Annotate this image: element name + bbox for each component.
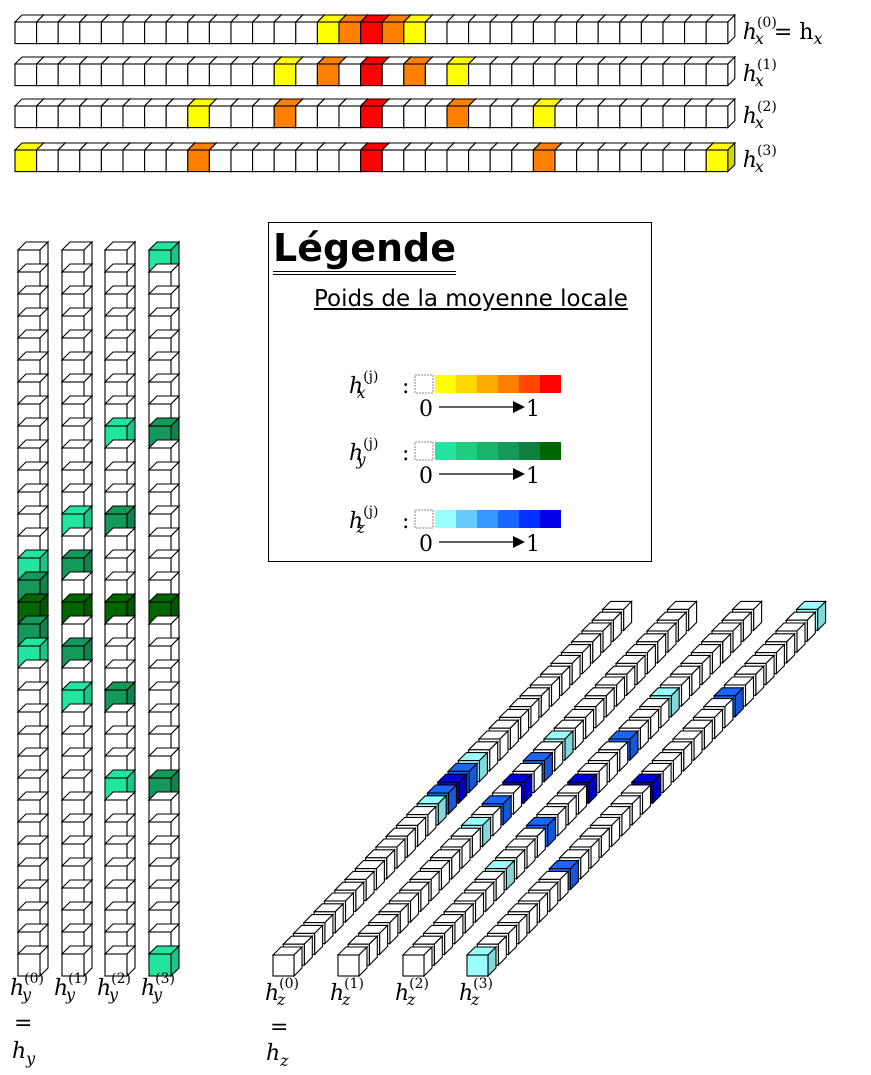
legend-subtitle-text: Poids de la moyenne locale	[314, 286, 628, 312]
z-cell	[401, 945, 434, 978]
legend-swatch	[498, 442, 519, 460]
x-row-2: h(2)x	[13, 97, 777, 132]
x-row-label: h(0)x= hx	[743, 15, 823, 48]
legend-swatch	[456, 375, 477, 393]
z-total-label: hz	[266, 1041, 289, 1070]
y-total-label: hy	[12, 1039, 36, 1068]
legend-swatch	[456, 510, 477, 528]
legend-swatch	[477, 442, 498, 460]
x-row-1: h(1)x	[13, 55, 777, 90]
legend-entry-z: h(j)z:0 1	[349, 504, 561, 557]
x-row-0: h(0)x= hx	[13, 13, 823, 48]
legend-to: 1	[526, 532, 540, 557]
y-column-1: h(1)y	[54, 240, 94, 1004]
y-column-label: h(0)y	[10, 971, 44, 1004]
x-row-label: h(2)x	[743, 99, 777, 132]
legend-swatch	[435, 442, 456, 460]
legend-swatch	[540, 442, 561, 460]
x-cell	[704, 55, 737, 87]
z-diagonal-3: h(3)z	[459, 600, 827, 1009]
z-cell	[465, 945, 498, 978]
legend-from: 0	[419, 397, 433, 422]
x-cell	[704, 13, 737, 45]
y-column-label: h(2)y	[97, 971, 131, 1004]
y-cell	[103, 944, 137, 978]
y-cell	[60, 944, 94, 978]
legend-swatch	[498, 375, 519, 393]
x-row-label: h(3)x	[743, 143, 777, 176]
z-diagonal-1: h(1)z	[330, 600, 698, 1009]
z-diagonal-label: h(1)z	[330, 976, 364, 1009]
y-column-0: h(0)y	[10, 240, 50, 1004]
z-diagonal-label: h(2)z	[395, 976, 429, 1009]
legend-swatch	[477, 510, 498, 528]
z-cell	[271, 945, 304, 978]
x-row-3: h(3)x	[13, 141, 777, 176]
svg-text:h(j)x: h(j)x	[349, 369, 378, 402]
legend-swatch	[519, 375, 540, 393]
legend-from: 0	[419, 464, 433, 489]
y-column-label: h(3)y	[141, 971, 175, 1004]
y-cell	[147, 944, 181, 978]
legend-swatch	[519, 510, 540, 528]
y-cell	[16, 944, 50, 978]
x-row-label: h(1)x	[743, 57, 777, 90]
y-equals: =	[14, 1011, 32, 1036]
legend-swatch	[498, 510, 519, 528]
z-cell	[336, 945, 369, 978]
legend-swatch	[540, 510, 561, 528]
svg-text::: :	[402, 374, 409, 399]
svg-text:h(j)z: h(j)z	[349, 504, 378, 537]
legend-swatch	[519, 442, 540, 460]
z-diagonal-2: h(2)z	[395, 600, 763, 1009]
svg-text::: :	[402, 441, 409, 466]
y-column-label: h(1)y	[54, 971, 88, 1004]
svg-text:h(j)y: h(j)y	[349, 436, 378, 469]
legend-subtitle: Poids de la moyenne locale	[314, 281, 634, 317]
z-diagonal-label: h(0)z	[265, 976, 299, 1009]
y-columns: h(0)y h(1)y h(2)y h(3)y = hy	[10, 240, 181, 1068]
legend-title: Légende	[273, 225, 456, 275]
z-diagonals: h(0)z h(1)z h(2)z h(3)z =hz	[265, 600, 827, 1070]
y-column-3: h(3)y	[141, 240, 181, 1004]
legend-swatch	[435, 375, 456, 393]
z-diagonal-0: h(0)z	[265, 600, 633, 1009]
legend-entry-y: h(j)y:0 1	[349, 436, 561, 489]
x-rows: h(0)x= hx h(1)x h(2)x h(3)x	[13, 13, 823, 176]
z-diagonal-label: h(3)z	[459, 976, 493, 1009]
x-cell	[704, 97, 737, 129]
legend-swatch	[435, 510, 456, 528]
z-equals: =	[270, 1015, 288, 1040]
x-cell	[704, 141, 737, 173]
y-column-2: h(2)y	[97, 240, 137, 1004]
legend-swatch	[477, 375, 498, 393]
svg-text::: :	[402, 509, 409, 534]
legend-box: Légende Poids de la moyenne locale h(j)x…	[268, 222, 652, 562]
legend-swatch	[456, 442, 477, 460]
legend-from: 0	[419, 532, 433, 557]
legend-to: 1	[526, 464, 540, 489]
legend-swatch	[540, 375, 561, 393]
legend-to: 1	[526, 397, 540, 422]
legend-entry-x: h(j)x:0 1	[349, 369, 561, 422]
